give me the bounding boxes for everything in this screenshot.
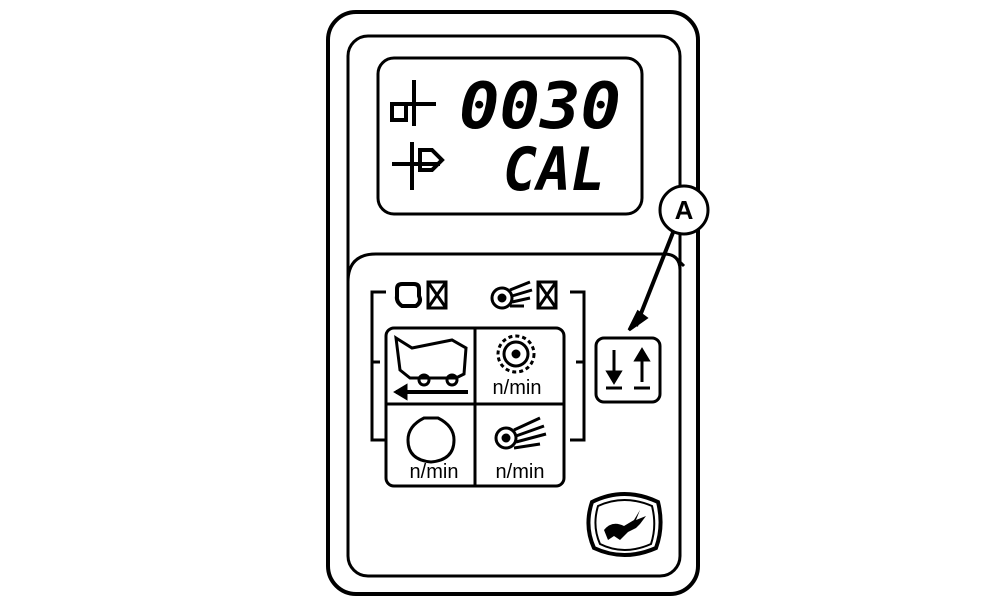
baler-ground-speed-icon bbox=[393, 335, 468, 401]
bale-count-readout: 0030 bbox=[459, 70, 621, 144]
rotor-speed-icon bbox=[496, 334, 536, 374]
left-bracket bbox=[370, 290, 386, 442]
lower-panel-outline bbox=[346, 252, 682, 552]
bale-counter-icon bbox=[390, 80, 436, 126]
pickup-speed-unit: n/min bbox=[496, 461, 545, 483]
bale-eject-icon bbox=[392, 142, 445, 190]
right-bracket bbox=[570, 290, 586, 442]
pto-speed-icon bbox=[406, 416, 456, 464]
scroll-up-down-icon bbox=[605, 347, 651, 390]
engine-disabled-icon bbox=[394, 280, 448, 310]
pickup-speed-icon bbox=[494, 416, 547, 450]
callout-a-label: A bbox=[675, 195, 694, 225]
pickup-disabled-icon bbox=[490, 280, 558, 310]
pto-speed-unit: n/min bbox=[410, 461, 459, 483]
scroll-up-down-button[interactable] bbox=[594, 336, 662, 404]
callout-a: A bbox=[627, 184, 710, 332]
mode-readout: CAL bbox=[503, 135, 605, 205]
deere-logo bbox=[586, 492, 663, 557]
rotor-speed-unit: n/min bbox=[493, 377, 542, 399]
lcd-display: 0030 CAL bbox=[376, 56, 644, 216]
